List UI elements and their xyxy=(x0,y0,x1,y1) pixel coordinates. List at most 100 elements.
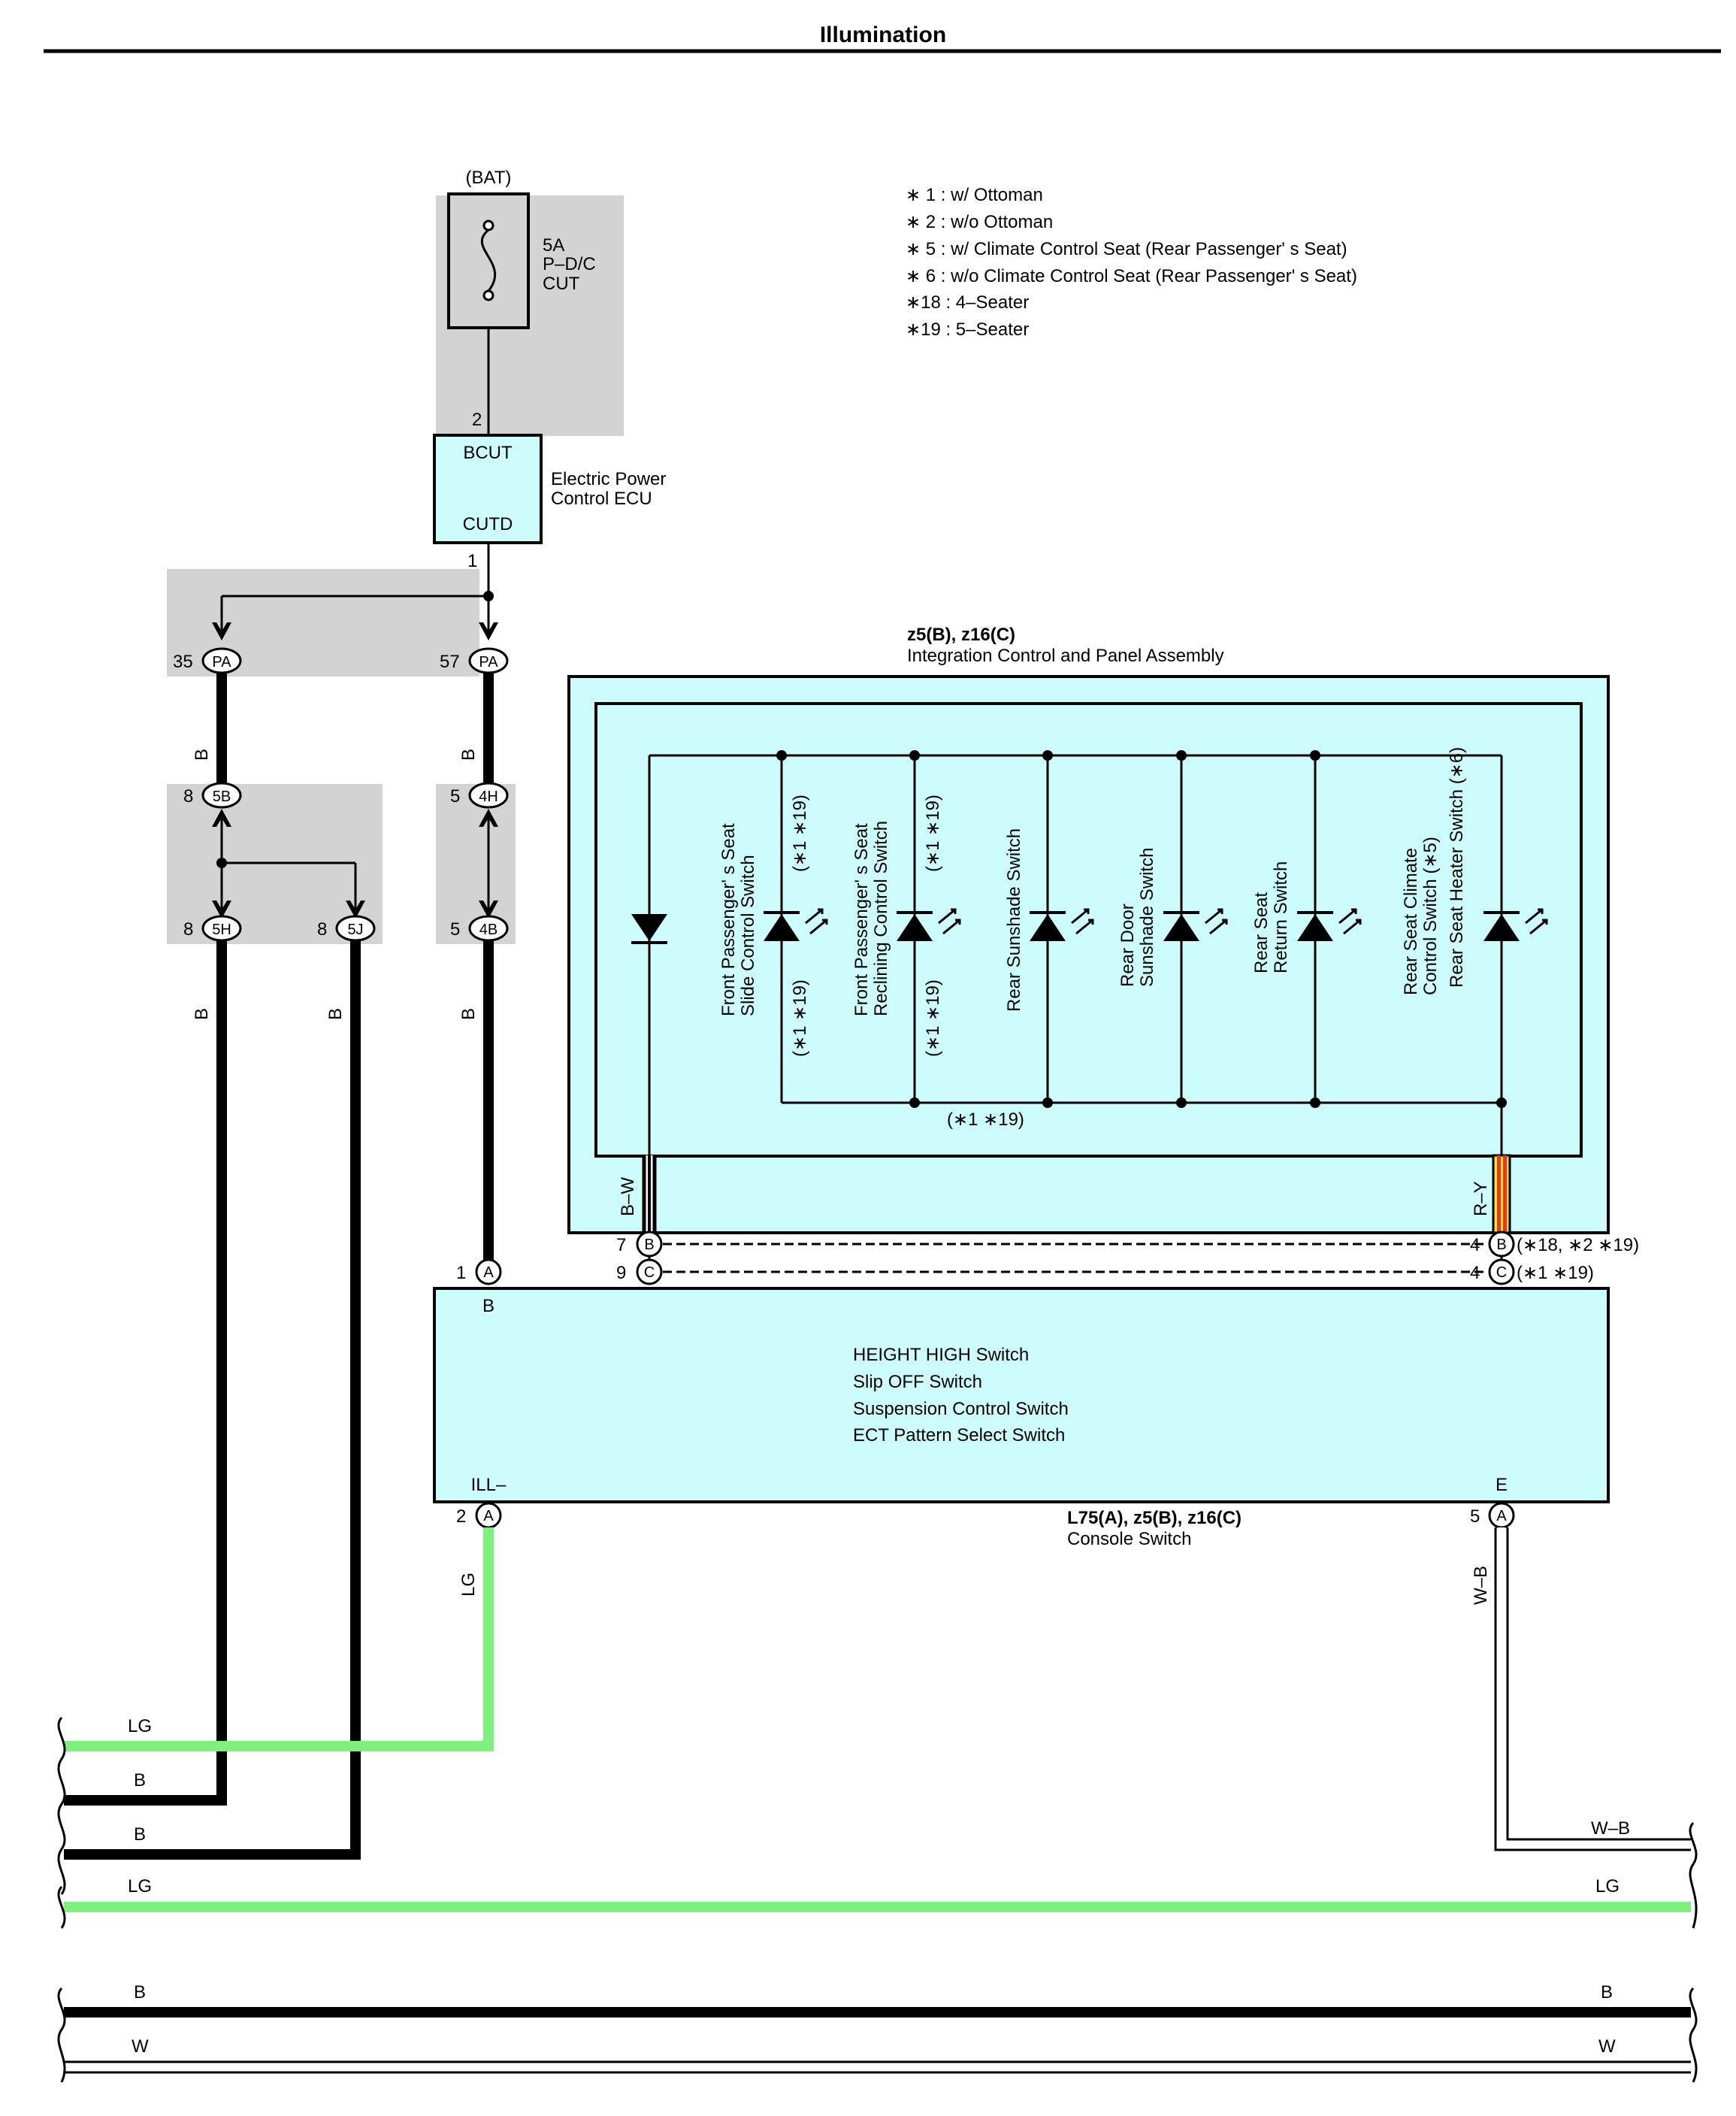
switch-6-label-1: Rear Seat Climate xyxy=(1401,848,1421,995)
console-function-1: HEIGHT HIGH Switch xyxy=(853,1345,1029,1365)
console-function-2: Slip OFF Switch xyxy=(853,1372,982,1392)
pin-b7: 7 xyxy=(616,1235,626,1255)
diode-icon xyxy=(631,914,667,944)
console-function-4: ECT Pattern Select Switch xyxy=(853,1425,1065,1445)
bus-label-w-right: W xyxy=(1598,2036,1616,2057)
page-title: Illumination xyxy=(820,23,946,47)
svg-text:∗ 6 : w/o Climate Control Seat: ∗ 6 : w/o Climate Control Seat (Rear Pas… xyxy=(906,266,1357,286)
bus-label-w-left: W xyxy=(132,2036,149,2057)
switch-3-label-1: Rear Sunshade Switch xyxy=(1004,828,1024,1012)
led-icon-4 xyxy=(1163,908,1228,941)
pin-b4: 4 xyxy=(1470,1235,1480,1255)
ecu-box xyxy=(433,434,543,544)
pin-c9: 9 xyxy=(616,1263,626,1283)
led-icon-6 xyxy=(1483,908,1548,941)
led-note-1-bottom: (∗1 ∗19) xyxy=(790,979,810,1057)
connector-c9 xyxy=(636,1258,663,1285)
break-marks-right xyxy=(1689,1821,1698,2083)
switch-1-label-2: Slide Control Switch xyxy=(738,855,758,1016)
pin-a5: 5 xyxy=(1470,1506,1480,1527)
bus-label-lg-left-2: LG xyxy=(128,1876,152,1897)
led-icon-1 xyxy=(764,908,828,941)
bus-label-b-left-1: B xyxy=(134,1770,146,1791)
bus-label-b-right: B xyxy=(1601,1982,1613,2002)
svg-text:A: A xyxy=(483,1508,494,1524)
fuse-rating: 5A xyxy=(543,235,564,256)
svg-text:C: C xyxy=(644,1264,655,1281)
led-icon-5 xyxy=(1297,908,1362,941)
led-note-2-bottom: (∗1 ∗19) xyxy=(923,979,943,1057)
console-term-b: B xyxy=(482,1296,494,1316)
svg-text:∗18 : 4–Seater: ∗18 : 4–Seater xyxy=(906,292,1029,313)
wire-wb xyxy=(1498,1527,1691,1848)
switch-2-label-1: Front Passenger' s Seat xyxy=(851,823,872,1016)
connector-c4 xyxy=(1488,1258,1515,1285)
led-note-2-top: (∗1 ∗19) xyxy=(923,795,943,872)
wire-label-ry: R–Y xyxy=(1471,1181,1491,1216)
note-c4: (∗1 ∗19) xyxy=(1517,1263,1594,1283)
svg-text:5B: 5B xyxy=(213,789,231,805)
wire-label-wb: W–B xyxy=(1471,1566,1491,1605)
svg-text:C: C xyxy=(1496,1264,1507,1281)
svg-text:∗ 5 : w/ Climate Control Seat: ∗ 5 : w/ Climate Control Seat (Rear Pass… xyxy=(906,239,1347,259)
pin-pa35: 35 xyxy=(173,652,193,672)
ecu-term-bottom: CUTD xyxy=(463,514,513,534)
pin-a1: 1 xyxy=(456,1263,466,1283)
led-note-1-top: (∗1 ∗19) xyxy=(790,795,810,872)
fuse-pin: 2 xyxy=(472,410,482,430)
switch-5-label-1: Rear Seat xyxy=(1251,892,1272,973)
led-icon-2 xyxy=(897,908,961,941)
wire-label-bw: B–W xyxy=(618,1177,638,1216)
wire-label-b-5: B xyxy=(458,1008,479,1020)
panel-name: Integration Control and Panel Assembly xyxy=(907,646,1224,666)
bus-label-b-left-2: B xyxy=(134,1824,146,1845)
ecu-term-top: BCUT xyxy=(463,443,513,463)
switch-5-label-2: Return Switch xyxy=(1271,861,1291,973)
fuse-source-label: (BAT) xyxy=(466,168,512,188)
svg-text:4H: 4H xyxy=(479,789,498,805)
console-name: Console Switch xyxy=(1067,1529,1191,1549)
wire-label-b-1: B xyxy=(192,749,212,761)
switch-4-label-1: Rear Door xyxy=(1118,904,1138,987)
ecu-name-2: Control ECU xyxy=(551,489,652,509)
console-term-e: E xyxy=(1496,1475,1508,1495)
bus-label-wb-right: W–B xyxy=(1591,1818,1630,1839)
bus-label-b-left-3: B xyxy=(134,1982,146,2002)
svg-text:PA: PA xyxy=(212,654,231,671)
break-marks-left xyxy=(57,1716,66,2083)
switch-6-label-3: Rear Seat Heater Switch (∗6) xyxy=(1447,747,1467,988)
svg-text:∗19 : 5–Seater: ∗19 : 5–Seater xyxy=(906,319,1029,340)
svg-text:∗ 1 : w/ Ottoman: ∗ 1 : w/ Ottoman xyxy=(906,185,1043,205)
wire-ry xyxy=(1492,1154,1511,1234)
switch-1-label-1: Front Passenger' s Seat xyxy=(718,823,739,1016)
connector-b4 xyxy=(1488,1231,1515,1258)
connector-4h xyxy=(468,782,509,809)
arrow-pa35 xyxy=(212,622,231,640)
pin-5b: 8 xyxy=(183,786,193,807)
console-function-3: Suspension Control Switch xyxy=(853,1399,1069,1419)
arrow-pa57 xyxy=(479,622,498,640)
panel-inner-box xyxy=(594,702,1583,1158)
svg-text:PA: PA xyxy=(479,654,498,671)
ecu-pin-out: 1 xyxy=(467,551,477,571)
svg-text:A: A xyxy=(1496,1508,1507,1524)
pin-5h: 8 xyxy=(183,919,193,940)
note-b4: (∗18, ∗2 ∗19) xyxy=(1517,1235,1639,1255)
svg-text:∗ 2 : w/o Ottoman: ∗ 2 : w/o Ottoman xyxy=(906,212,1053,232)
svg-text:A: A xyxy=(483,1264,494,1281)
console-term-ill: ILL– xyxy=(471,1475,507,1495)
svg-text:4B: 4B xyxy=(479,922,498,938)
switch-6-label-2: Control Switch (∗5) xyxy=(1420,837,1441,995)
pin-a2: 2 xyxy=(456,1506,466,1527)
splice-point xyxy=(483,591,494,601)
bus-label-lg-left-1: LG xyxy=(128,1716,152,1736)
led-icon-3 xyxy=(1030,908,1094,941)
connector-a1 xyxy=(475,1258,502,1285)
svg-text:B: B xyxy=(1496,1237,1506,1253)
connector-b7 xyxy=(636,1231,663,1258)
panel-code: z5(B), z16(C) xyxy=(907,625,1015,645)
console-switch-box xyxy=(433,1287,1610,1503)
switch-2-label-2: Reclining Control Switch xyxy=(871,821,891,1016)
switch-4-label-2: Sunshade Switch xyxy=(1137,848,1157,987)
